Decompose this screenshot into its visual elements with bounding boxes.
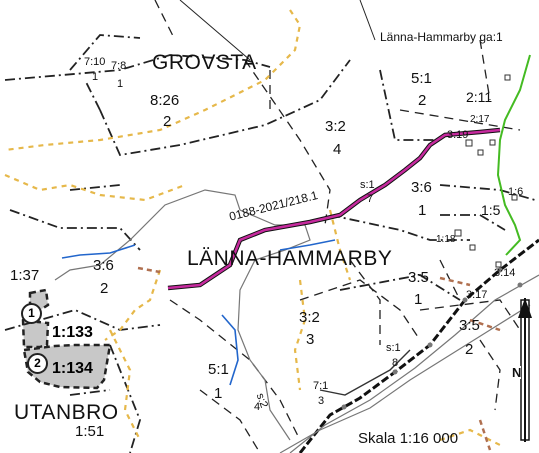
parcel-label: 3	[306, 331, 315, 348]
parcel-label: 3:6	[411, 179, 432, 196]
parcel-label: 3:14	[494, 267, 516, 279]
parcel-label: 8:26	[150, 92, 180, 109]
header-label: Länna-Hammarby ga:1	[380, 30, 503, 44]
parcel-marker-2[interactable]: 2	[27, 353, 48, 374]
parcel-label: 1	[117, 78, 124, 90]
line-label: 8	[392, 357, 399, 369]
line-label: s:1	[386, 342, 401, 354]
parcel-label: 7:8	[111, 60, 127, 72]
place-name-grovsta: GROVSTA	[152, 51, 257, 74]
line-label: s:1	[360, 179, 375, 191]
place-name-lanna-hammarby: LÄNNA-HAMMARBY	[187, 247, 393, 270]
parcel-label: 2	[100, 280, 109, 297]
parcel-marker-1[interactable]: 1	[21, 303, 42, 324]
parcel-label: 7:10	[84, 56, 106, 68]
highlighted-parcel-label[interactable]: 1:134	[52, 360, 93, 377]
parcel-label: 2:11	[466, 89, 493, 105]
parcel-label: 3:6	[93, 257, 114, 274]
parcel-label: 1	[214, 385, 223, 402]
parcel-label: 1	[92, 71, 99, 83]
parcel-label: 4	[333, 141, 342, 158]
line-label: 7	[367, 193, 374, 205]
parcel-label: 5:1	[208, 361, 229, 378]
parcel-label: 2	[163, 113, 172, 130]
scale-label: Skala 1:16 000	[358, 430, 459, 447]
parcel-label: 5:1	[411, 70, 432, 87]
parcel-label: 1:37	[10, 267, 40, 284]
parcel-label: 1:18	[436, 234, 456, 245]
parcel-label: 2:17	[470, 114, 490, 125]
line-label: 4	[254, 401, 261, 413]
parcel-label: 2	[418, 92, 427, 109]
parcel-label: 1	[414, 291, 423, 308]
parcel-label: 2	[465, 341, 474, 358]
parcel-label: 7:1	[313, 380, 329, 392]
parcel-label: 1:6	[508, 186, 524, 198]
parcel-label: 3:2	[299, 309, 320, 326]
highlighted-parcel-label[interactable]: 1:133	[52, 324, 93, 341]
parcel-label: 3:17	[466, 289, 488, 301]
parcel-label: 3:5	[459, 317, 480, 334]
place-name-utanbro: UTANBRO	[14, 401, 119, 424]
parcel-label: 1:51	[75, 423, 105, 440]
parcel-label: 3:19	[447, 129, 469, 141]
parcel-label: 3	[318, 395, 325, 407]
parcel-label: 3:5	[408, 269, 429, 286]
parcel-label: 1	[418, 202, 427, 219]
north-arrow-letter: N	[512, 365, 522, 380]
parcel-label: 1:5	[481, 202, 501, 218]
parcel-label: 3:2	[325, 118, 346, 135]
